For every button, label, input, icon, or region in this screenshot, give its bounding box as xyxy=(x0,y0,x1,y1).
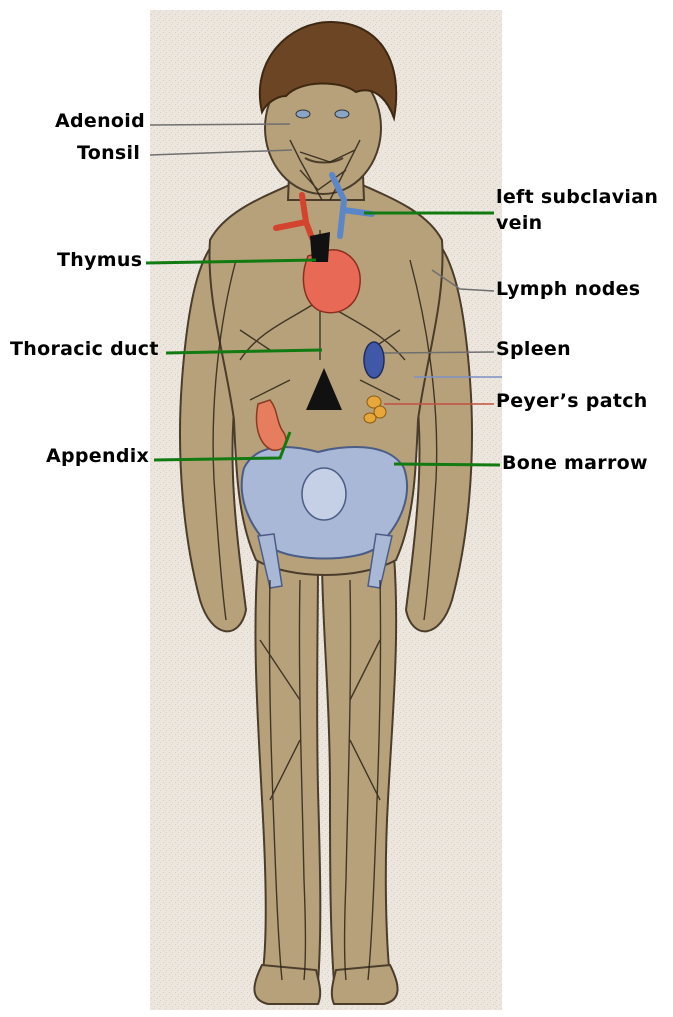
label-lymph-nodes: Lymph nodes xyxy=(496,280,640,300)
label-left-subclavian-line1: left subclavian xyxy=(496,188,658,208)
label-left-subclavian-vein: left subclavian vein xyxy=(496,188,658,234)
left-foot xyxy=(254,965,320,1004)
label-spleen: Spleen xyxy=(496,340,571,360)
label-tonsil: Tonsil xyxy=(77,144,140,164)
label-adenoid: Adenoid xyxy=(55,112,145,132)
right-foot xyxy=(332,965,398,1004)
right-eye xyxy=(335,110,349,118)
leader-bone-marrow xyxy=(394,464,500,465)
sacrum xyxy=(302,468,346,520)
label-peyers-patch: Peyer’s patch xyxy=(496,392,648,412)
right-leg xyxy=(322,555,396,982)
leader-adenoid xyxy=(150,124,290,125)
label-thymus: Thymus xyxy=(57,251,142,271)
left-leg xyxy=(255,555,320,982)
label-bone-marrow: Bone marrow xyxy=(502,454,648,474)
leader-spleen xyxy=(384,352,494,353)
left-eye xyxy=(296,110,310,118)
label-thoracic-duct: Thoracic duct xyxy=(10,340,159,360)
label-appendix: Appendix xyxy=(46,447,149,467)
thymus-dark xyxy=(310,232,330,262)
label-left-subclavian-line2: vein xyxy=(496,214,658,234)
spleen-organ xyxy=(364,342,384,378)
